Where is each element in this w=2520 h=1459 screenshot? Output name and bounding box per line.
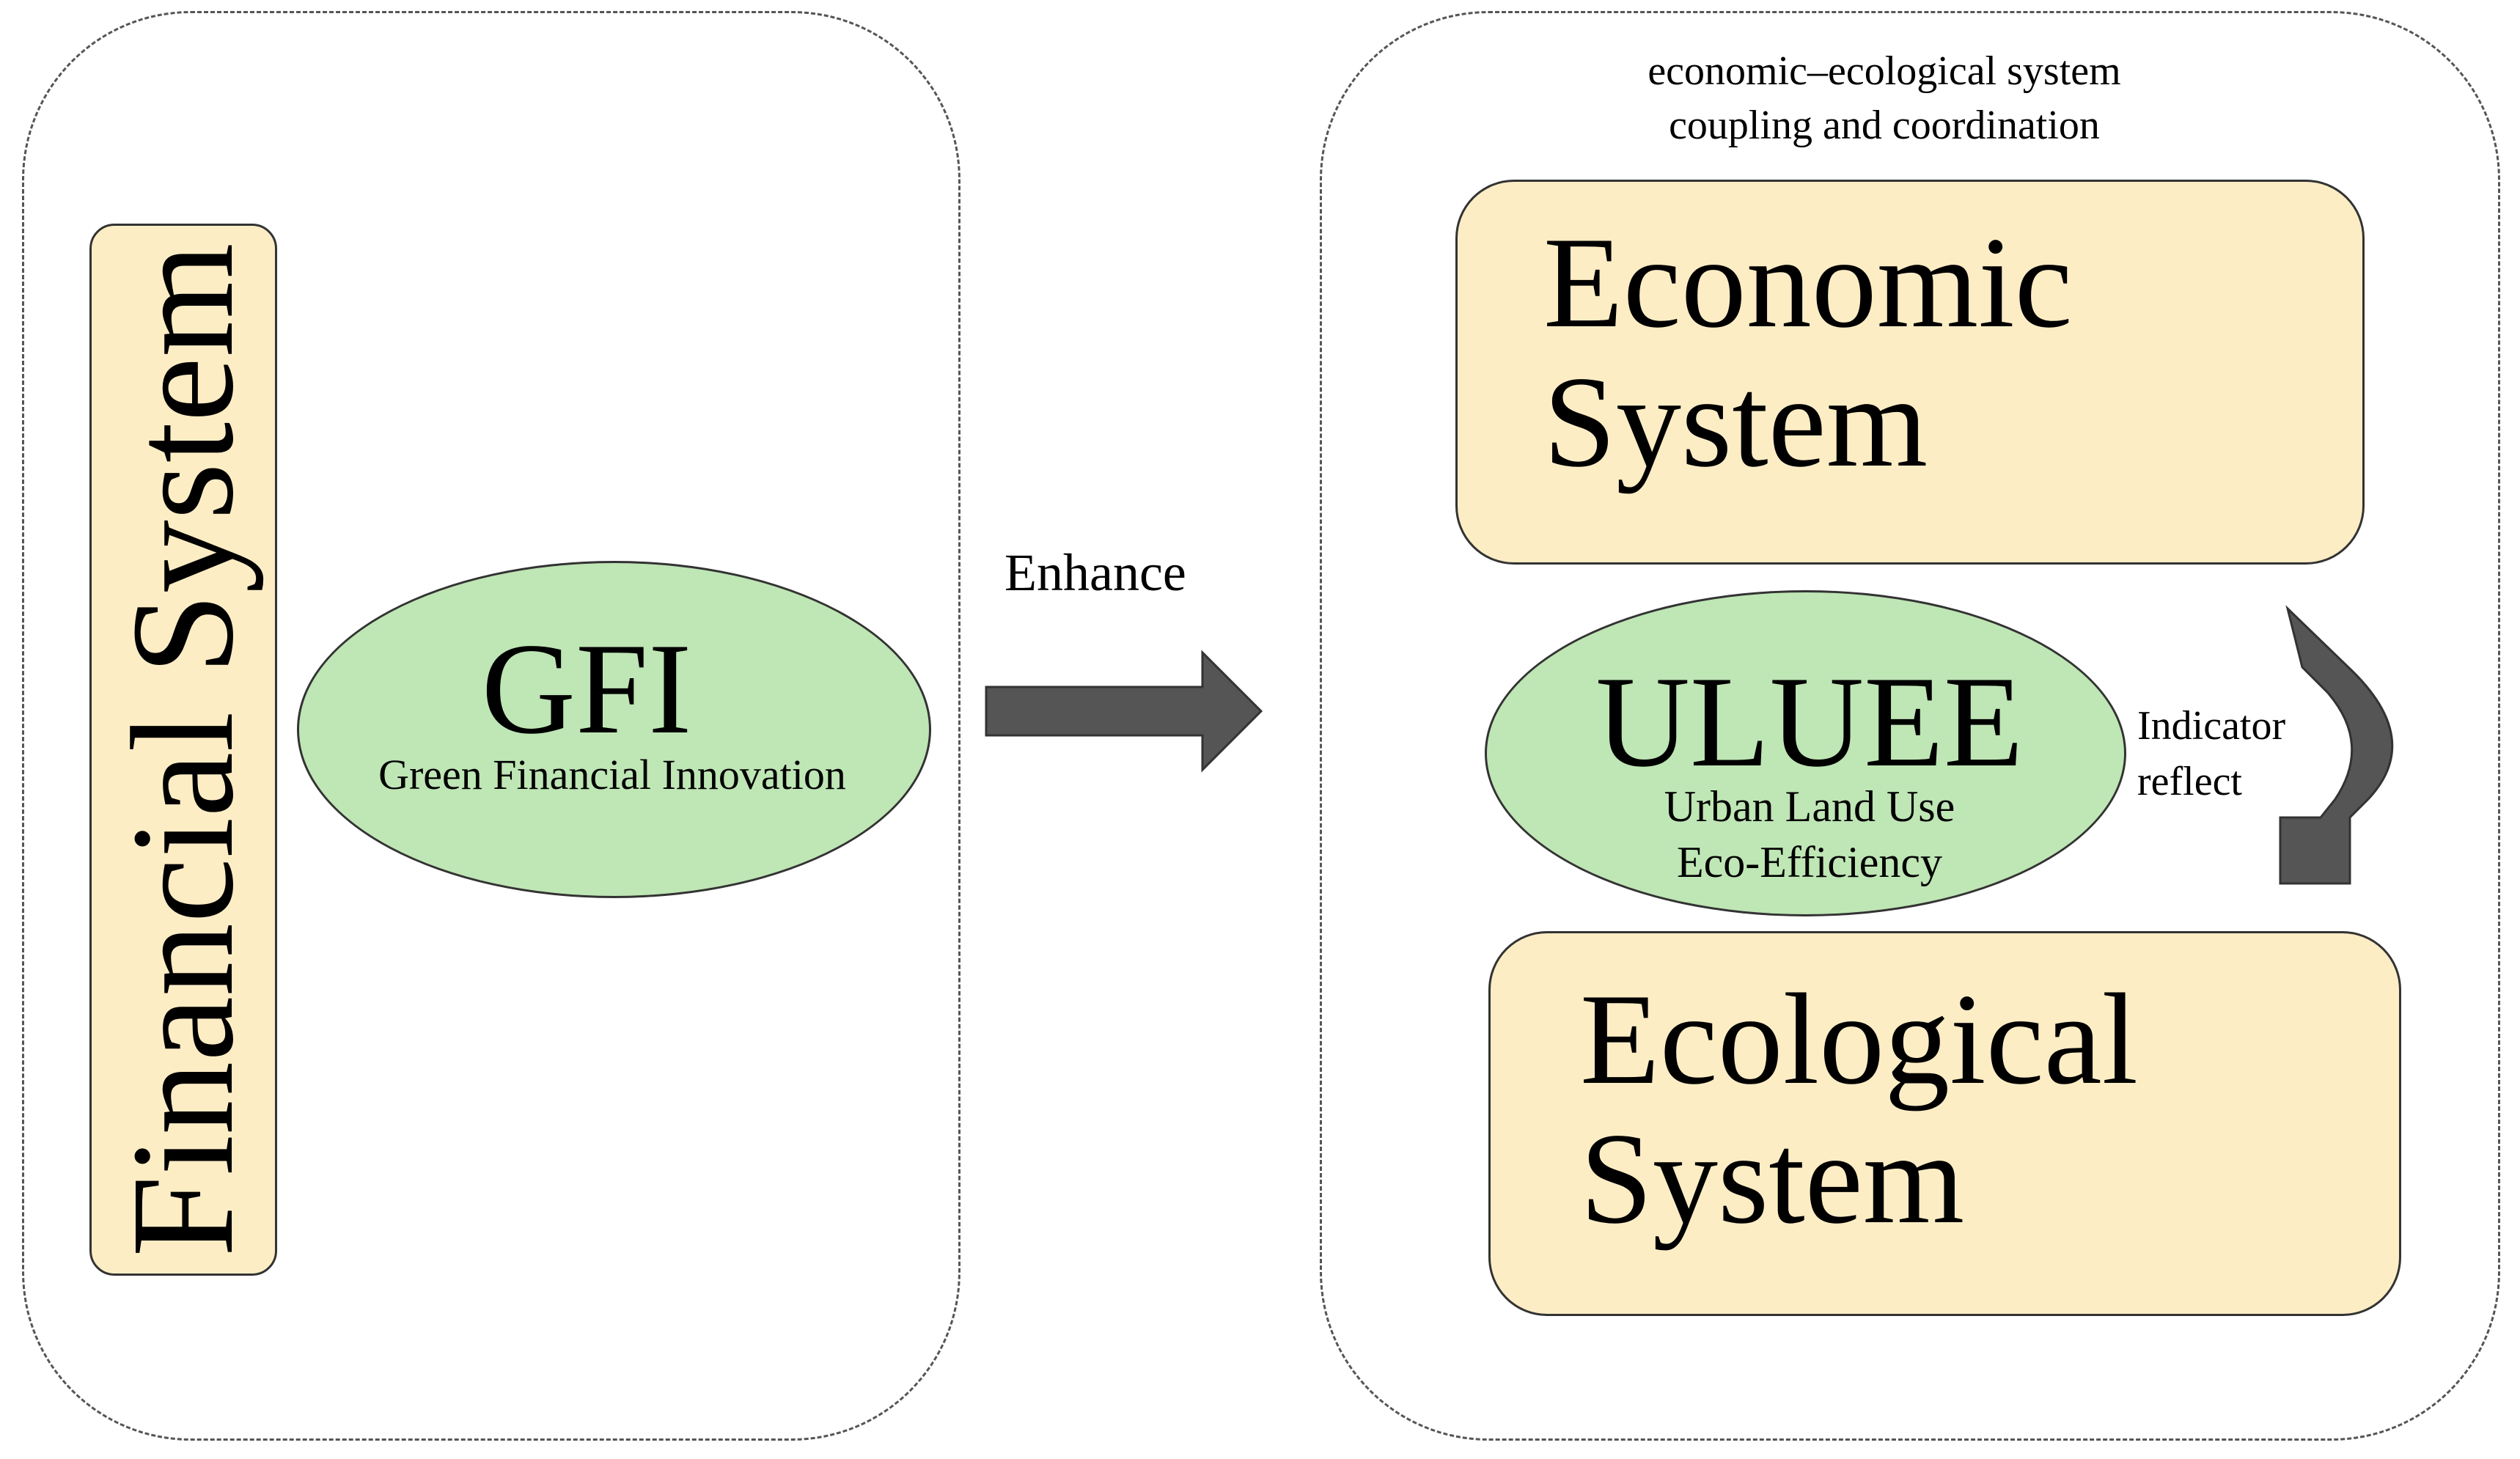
- economic-system-line-2: System: [1543, 349, 1928, 494]
- indicator-reflect-label: Indicator reflect: [2137, 698, 2285, 809]
- gfi-title: GFI: [481, 616, 692, 761]
- uluee-subtitle: Urban Land Use Eco-Efficiency: [1664, 779, 1955, 890]
- ecological-system-label: Ecological System: [1580, 969, 2138, 1248]
- uluee-subtitle-line-1: Urban Land Use: [1664, 782, 1955, 831]
- coupling-caption: economic–ecological system coupling and …: [1647, 44, 2120, 152]
- indicator-line-2: reflect: [2137, 759, 2242, 804]
- uluee-subtitle-line-2: Eco-Efficiency: [1676, 838, 1943, 886]
- uluee-title: ULUEE: [1595, 649, 2024, 794]
- enhance-arrow-icon: [985, 650, 1263, 773]
- ecological-system-box: [1488, 931, 2401, 1316]
- economic-system-box: [1455, 180, 2365, 565]
- coupling-coordination-panel: [1320, 11, 2500, 1441]
- economic-system-line-1: Economic: [1543, 210, 2073, 355]
- economic-system-label: Economic System: [1543, 213, 2073, 491]
- financial-system-label: Financial System: [102, 243, 264, 1257]
- enhance-arrow-shape: [985, 650, 1263, 773]
- financial-system-box: [89, 224, 277, 1276]
- enhance-label: Enhance: [1004, 543, 1186, 602]
- ecological-system-line-1: Ecological: [1580, 966, 2139, 1111]
- coupling-caption-line-1: economic–ecological system: [1647, 48, 2121, 94]
- curved-arrow-shape: [2279, 605, 2394, 885]
- uluee-ellipse: [1485, 590, 2126, 916]
- gfi-subtitle: Green Financial Innovation: [378, 751, 846, 798]
- curved-arrow-icon: [2279, 605, 2394, 885]
- ecological-system-line-2: System: [1580, 1106, 1965, 1251]
- gfi-ellipse: [297, 561, 931, 898]
- financial-system-panel: [22, 11, 960, 1441]
- indicator-line-1: Indicator: [2137, 703, 2286, 749]
- coupling-caption-line-2: coupling and coordination: [1669, 103, 2100, 148]
